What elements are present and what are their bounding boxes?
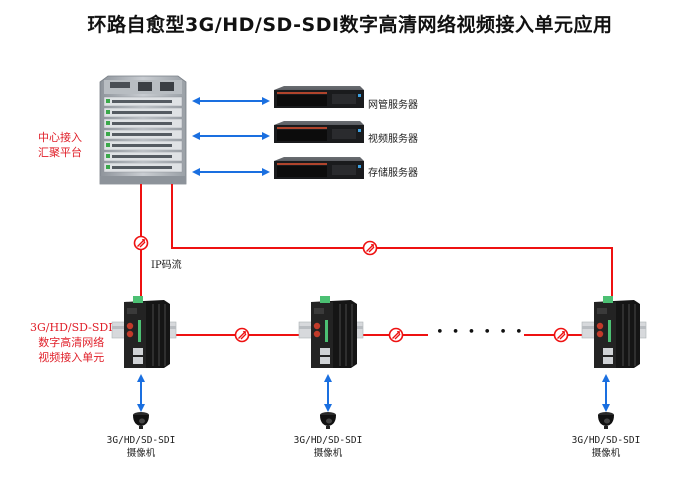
camera-model: 3G/HD/SD-SDI xyxy=(106,435,176,446)
camera-label: 3G/HD/SD-SDI 摄像机 xyxy=(283,434,373,460)
camera-type: 摄像机 xyxy=(313,448,343,459)
fiber-link-icon xyxy=(133,235,149,251)
center-platform-label: 中心接入 汇聚平台 xyxy=(38,130,82,160)
din-rail-access-unit-icon xyxy=(298,295,364,369)
ip-stream-label: IP码流 xyxy=(151,260,182,271)
camera-model: 3G/HD/SD-SDI xyxy=(571,435,641,446)
rack-server-icon xyxy=(274,86,364,108)
diagram-title: 环路自愈型3G/HD/SD-SDI数字高清网络视频接入单元应用 xyxy=(87,14,613,36)
camera-type: 摄像机 xyxy=(591,448,621,459)
server-label-storage: 存储服务器 xyxy=(368,168,418,179)
fiber-ring xyxy=(140,184,613,336)
camera-model: 3G/HD/SD-SDI xyxy=(293,435,363,446)
fiber-link-icon xyxy=(362,240,378,256)
access-unit-line-1: 3G/HD/SD-SDI xyxy=(30,321,113,334)
fiber-link-icon xyxy=(388,327,404,343)
ellipsis-more-nodes: • • • • • • xyxy=(436,325,525,340)
fiber-link-icon xyxy=(553,327,569,343)
camera-label: 3G/HD/SD-SDI 摄像机 xyxy=(96,434,186,460)
din-rail-access-unit-icon xyxy=(111,295,177,369)
rack-server-icon xyxy=(274,121,364,143)
rack-server-icon xyxy=(274,157,364,179)
chassis-switch-icon xyxy=(99,75,187,185)
dome-camera-icon xyxy=(320,412,336,429)
fiber-link-icon xyxy=(234,327,250,343)
access-unit-line-3: 视频接入单元 xyxy=(38,351,105,364)
din-rail-access-unit-icon xyxy=(581,295,647,369)
server-label-nms: 网管服务器 xyxy=(368,100,418,111)
access-unit-label: 3G/HD/SD-SDI 数字高清网络 视频接入单元 xyxy=(30,320,113,365)
center-platform-line-1: 中心接入 xyxy=(38,131,82,144)
center-platform-line-2: 汇聚平台 xyxy=(38,146,82,159)
access-unit-line-2: 数字高清网络 xyxy=(38,336,105,349)
server-label-video: 视频服务器 xyxy=(368,134,418,145)
camera-label: 3G/HD/SD-SDI 摄像机 xyxy=(561,434,651,460)
dome-camera-icon xyxy=(133,412,149,429)
dome-camera-icon xyxy=(598,412,614,429)
camera-type: 摄像机 xyxy=(126,448,156,459)
